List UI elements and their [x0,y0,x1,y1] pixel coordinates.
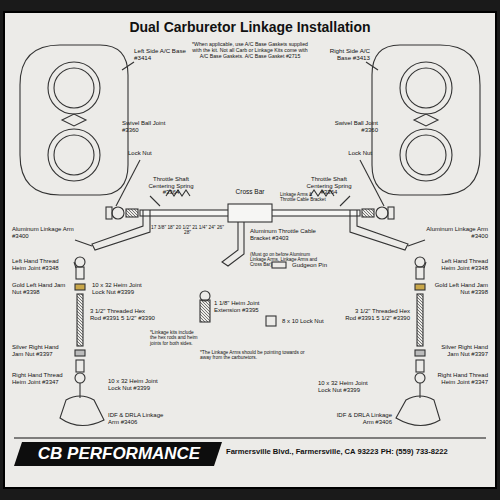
part-label: 10 x 32 Heim Joint Lock Nut #3399 [108,378,166,391]
company-address: Farmersville Blvd., Farmersville, CA 932… [226,448,488,457]
part-label: Throttle Shaft Centering Spring #3364 [140,176,202,196]
part-label: Silver Right Hand Jam Nut #3397 [12,344,70,357]
part-label: Aluminum Throttle Cable Bracket #3403 [250,228,318,241]
part-label: Silver Right Hand Jam Nut #3397 [430,344,488,357]
part-label: Right Hand Thread Heim Joint #3347 [12,372,68,385]
part-label: Lock Nut [332,150,372,157]
part-label: Left Side A/C Base #3414 [134,48,186,62]
part-label: Aluminum Linkage Arm #3400 [426,226,488,239]
part-label: Left Hand Thread Heim Joint #3348 [430,258,488,271]
cross-bar-lengths: 17 3/8" 18" 20 1/2" 21 1/4" 24" 26" 28" [150,225,225,236]
diagram-title: Dual Carburetor Linkage Installation [60,20,440,36]
install-note: *The Linkage Arms should be pointing tow… [200,350,305,361]
part-label: 3 1/2" Threaded Hex Rod #3391 5 1/2" #33… [344,308,410,321]
part-label: 8 x 10 Lock Nut [282,318,332,325]
part-label: Right Hand Thread Heim Joint #3347 [432,372,488,385]
part-label: 3 1/2" Threaded Hex Rod #3391 5 1/2" #33… [90,308,156,321]
part-label: Swivel Ball Joint #3360 [122,120,170,133]
part-label: Gold Left Hand Jam Nut #3398 [430,282,488,295]
part-label: IDF & DRLA Linkage Arm #3406 [108,412,170,425]
install-note: *Linkage kits include the hex rods and h… [150,330,198,346]
part-label: Left Hand Thread Heim Joint #3348 [12,258,70,271]
part-label: 1 1/8" Heim Joint Extension #3395 [214,300,282,313]
part-label: Swivel Ball Joint #3360 [330,120,378,133]
part-label: Aluminum Linkage Arm #3400 [12,226,74,239]
install-note: Linkage Arms & Throttle Cable Bracket [280,192,326,202]
part-label: Cross Bar [222,188,278,195]
part-label: IDF & DRLA Linkage Arm #3406 [330,412,392,425]
part-label: 10 x 32 Heim Joint Lock Nut #3399 [318,380,380,393]
gasket-note: *When applicable, use A/C Base Gaskets s… [190,42,310,59]
part-label: Gudgeon Pin [292,262,337,269]
part-label: Lock Nut [128,150,168,157]
part-label: 10 x 32 Heim Joint Lock Nut #3399 [92,282,150,295]
part-label: Gold Left Hand Jam Nut #3398 [12,282,70,295]
company-logo: CB PERFORMANCE [26,444,212,463]
part-label: Right Side A/C Base #3413 [318,48,370,62]
